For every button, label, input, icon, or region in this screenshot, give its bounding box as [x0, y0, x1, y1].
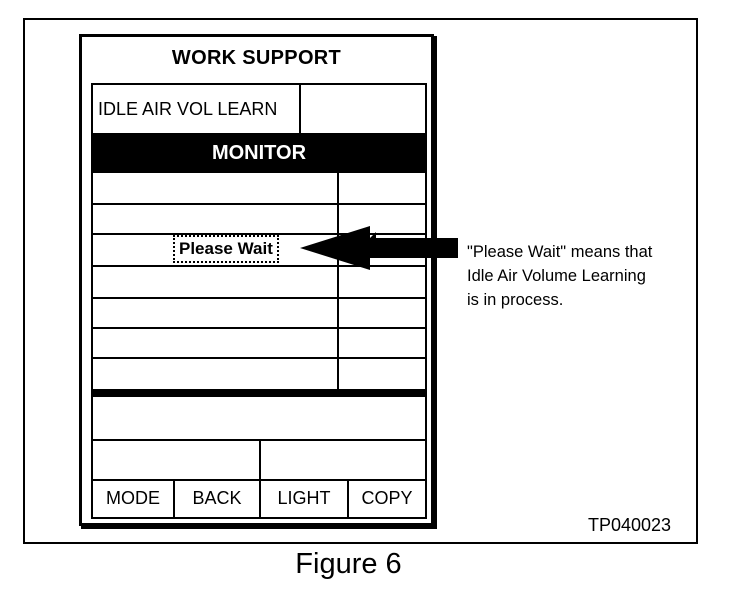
monitor-row-line: [93, 233, 425, 235]
device-shadow: [81, 526, 437, 529]
light-button[interactable]: LIGHT: [277, 488, 331, 508]
monitor-header: MONITOR: [93, 133, 425, 173]
back-button[interactable]: BACK: [192, 488, 242, 508]
button-divider: [347, 479, 349, 517]
figure-code: TP040023: [588, 515, 672, 535]
monitor-row-line: [93, 297, 425, 299]
consult-device-screen: WORK SUPPORT IDLE AIR VOL LEARN MONITOR …: [79, 34, 434, 526]
column-line: [259, 439, 261, 479]
idle-air-vol-learn-row[interactable]: IDLE AIR VOL LEARN: [93, 85, 425, 133]
figure-caption: Figure 6: [295, 548, 402, 580]
monitor-row-line: [93, 357, 425, 359]
monitor-column-line: [337, 173, 339, 389]
button-divider: [173, 479, 175, 517]
annotation-line: Idle Air Volume Learning: [467, 267, 646, 285]
monitor-row-line: [93, 265, 425, 267]
annotation-line: "Please Wait" means that: [467, 243, 653, 261]
button-divider: [259, 479, 261, 517]
please-wait-status: Please Wait: [173, 235, 279, 263]
screen-title: WORK SUPPORT: [171, 47, 342, 69]
idle-air-vol-learn-label: IDLE AIR VOL LEARN: [98, 99, 278, 119]
monitor-row-line: [93, 203, 425, 205]
copy-button[interactable]: COPY: [361, 488, 413, 508]
pointer-arrow-icon: [300, 226, 458, 270]
section-divider: [93, 389, 425, 397]
figure-frame: [23, 18, 698, 544]
annotation-line: is in process.: [467, 291, 564, 309]
device-shadow: [434, 36, 437, 528]
mode-button[interactable]: MODE: [106, 488, 160, 508]
annotation-note: "Please Wait" means that Idle Air Volume…: [467, 240, 652, 312]
monitor-row-line: [93, 327, 425, 329]
divider: [299, 85, 301, 133]
work-support-panel: IDLE AIR VOL LEARN MONITOR Please Wait M…: [91, 83, 427, 519]
